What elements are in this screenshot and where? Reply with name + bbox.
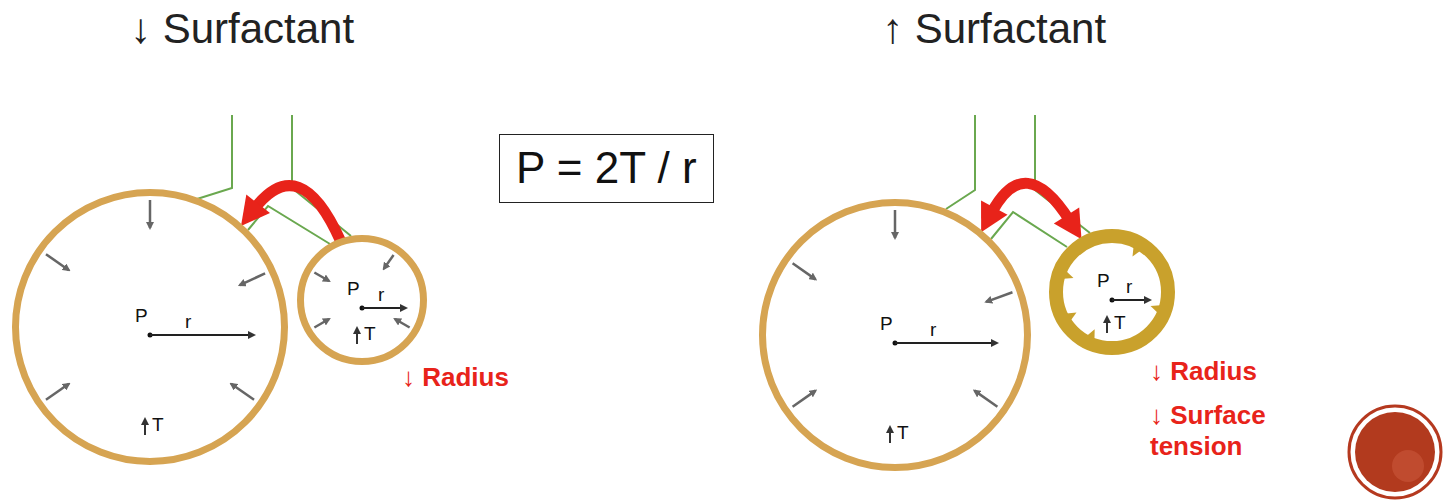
radius-symbol: r [185, 312, 191, 331]
surfactant-spike [1067, 313, 1077, 321]
tension-symbol: T [152, 415, 164, 434]
alveolus-wall [301, 239, 424, 362]
pressure-arrow [384, 255, 394, 269]
alveolus-outline [1049, 229, 1175, 355]
radius-arrow [150, 334, 254, 336]
pressure-arrow [793, 263, 816, 279]
alveolus: PrT [1049, 229, 1175, 355]
airway-duct [197, 115, 1090, 247]
arrowhead [1054, 207, 1082, 239]
duct-wall [292, 115, 351, 236]
tension-arrow [356, 328, 358, 344]
panel-heading: ↑ Surfactant [882, 4, 1106, 54]
pressure-arrow [231, 384, 254, 400]
alveolus-wall [16, 193, 285, 462]
alveolus: PrT [12, 189, 288, 465]
slide-badge [1349, 406, 1441, 498]
badge-disc [1355, 412, 1435, 492]
surfactant-spike [1151, 305, 1161, 313]
pressure-arrow [974, 391, 997, 407]
arrowhead [981, 201, 1007, 233]
badge-ring [1349, 406, 1441, 498]
surfactant-spike [1087, 329, 1094, 339]
tension-symbol: T [897, 423, 909, 442]
duct-wall [946, 115, 975, 209]
tension-symbol: T [364, 324, 376, 343]
pressure-arrow [240, 273, 265, 285]
alveolus-outline [297, 235, 427, 365]
alveolus-outline [12, 189, 288, 465]
pressure-symbol: P [1097, 271, 1110, 290]
alveolus-wall [763, 203, 1028, 468]
alveolus-outline [759, 199, 1031, 471]
pressure-arrow [314, 319, 329, 328]
radius-arrow [362, 307, 406, 309]
tension-symbol: T [1114, 313, 1126, 332]
pressure-symbol: P [880, 314, 893, 333]
radius-arrow [1112, 299, 1150, 301]
surfactant-spike [1064, 271, 1074, 279]
pressure-arrow [894, 210, 897, 238]
pressure-symbol: P [135, 306, 148, 325]
alveolus: PrT [759, 199, 1031, 471]
airflow-arrow [241, 186, 340, 241]
tension-arrow [144, 419, 146, 435]
radius-symbol: r [378, 285, 384, 304]
tension-arrow [1106, 317, 1108, 333]
effect-label: ↓ Radius [402, 362, 509, 393]
formula-text: P = 2T / r [516, 143, 697, 194]
pressure-arrow [395, 319, 410, 328]
airflow-arrow [981, 183, 1081, 239]
pressure-arrow [793, 391, 816, 407]
pressure-arrow [149, 200, 152, 228]
effect-label: ↓ Radius [1150, 356, 1257, 387]
panel-heading: ↓ Surfactant [130, 4, 354, 54]
radius-arrow [895, 342, 997, 344]
alveolus-wall [1056, 236, 1168, 348]
arrowhead [241, 195, 270, 226]
pressure-arrow [46, 384, 69, 400]
formula-box: P = 2T / r [499, 134, 714, 203]
effect-label: ↓ Surface tension [1150, 400, 1315, 461]
badge-speckle [1392, 450, 1424, 482]
pressure-arrow [986, 292, 1012, 302]
tension-arrow [889, 427, 891, 443]
pressure-arrow [314, 273, 329, 282]
radius-symbol: r [930, 320, 936, 339]
pressure-arrow [46, 254, 69, 270]
pressure-symbol: P [347, 279, 360, 298]
alveolus: PrT [297, 235, 427, 365]
radius-symbol: r [1126, 277, 1132, 296]
duct-wall [197, 115, 232, 199]
surfactant-spike [1133, 247, 1141, 257]
